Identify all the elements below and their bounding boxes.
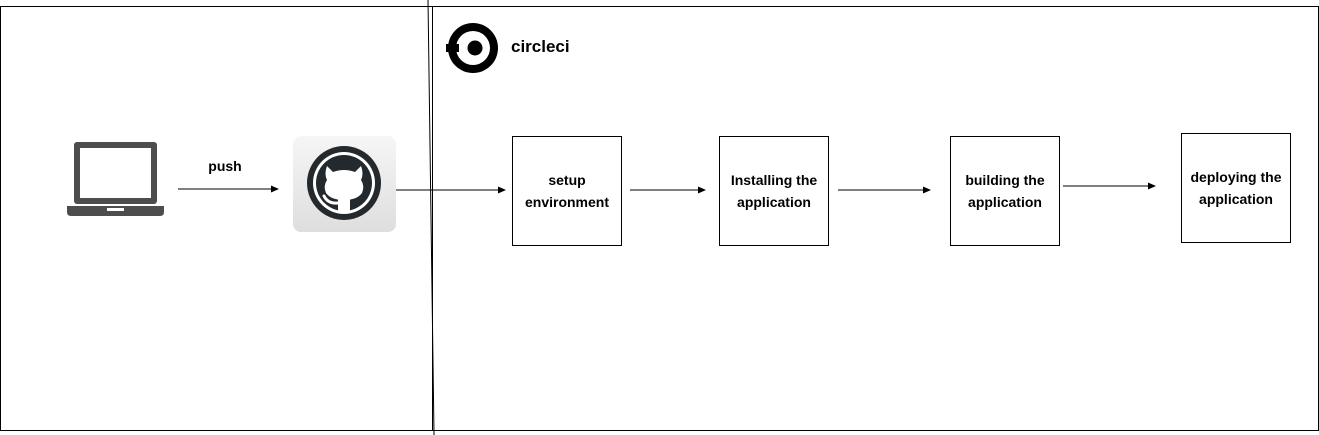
laptop-icon bbox=[67, 142, 164, 216]
step-label: Installing the application bbox=[730, 172, 818, 210]
circleci-logo-icon bbox=[446, 23, 498, 73]
step-setup-environment: setup environment bbox=[512, 136, 622, 246]
push-label: push bbox=[208, 157, 242, 174]
circleci-brand-name: circleci bbox=[511, 37, 570, 56]
step-deploying-application: deploying the application bbox=[1181, 133, 1291, 243]
zone-divider-line bbox=[427, 0, 435, 435]
step-installing-application: Installing the application bbox=[719, 136, 829, 246]
step-label: deploying the application bbox=[1190, 169, 1282, 207]
step-label: building the application bbox=[965, 172, 1045, 210]
github-octocat-icon bbox=[293, 136, 396, 232]
step-label: setup environment bbox=[524, 172, 609, 210]
step-building-application: building the application bbox=[950, 136, 1060, 246]
